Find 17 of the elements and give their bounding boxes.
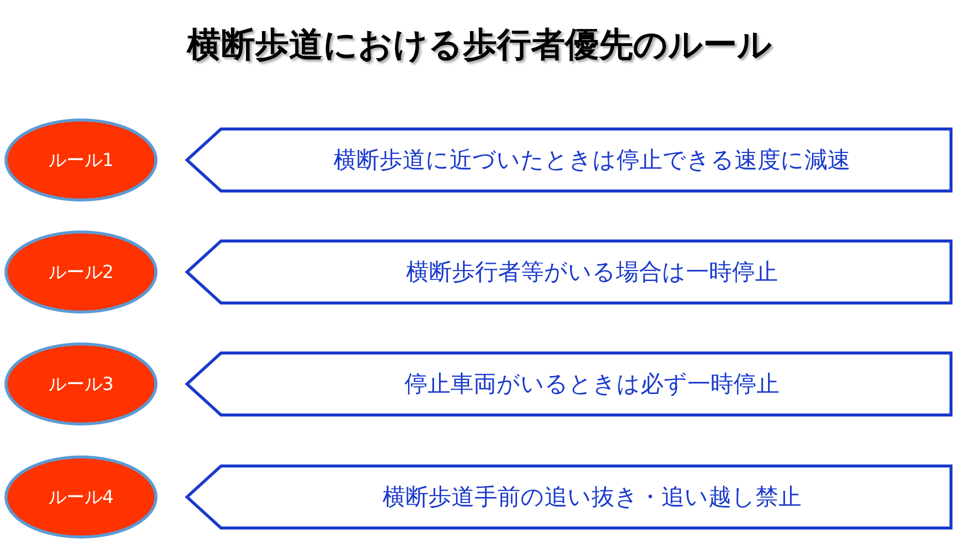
- rule-number: ルール2: [48, 261, 114, 284]
- rule-ellipse: [4, 342, 158, 426]
- rule-text: 横断歩行者等がいる場合は一時停止: [406, 258, 778, 288]
- rule-ellipse: [4, 230, 158, 314]
- arrow-shaped-box: [185, 127, 953, 193]
- rule-number: ルール4: [48, 486, 114, 509]
- rule-text: 停止車両がいるときは必ず一時停止: [404, 370, 780, 400]
- diagram-title: 横断歩道における歩行者優先のルール: [185, 24, 773, 67]
- rule-ellipse: [4, 455, 158, 539]
- rule-number: ルール1: [48, 149, 114, 172]
- rule-number: ルール3: [48, 373, 114, 396]
- arrow-shaped-box: [185, 351, 953, 417]
- rule-text: 横断歩道手前の追い抜き・追い越し禁止: [382, 484, 802, 512]
- rule-text: 横断歩道に近づいたときは停止できる速度に減速: [334, 146, 851, 176]
- rule-ellipse: [4, 118, 158, 202]
- arrow-shaped-box: [185, 464, 953, 530]
- arrow-shaped-box: [185, 239, 953, 305]
